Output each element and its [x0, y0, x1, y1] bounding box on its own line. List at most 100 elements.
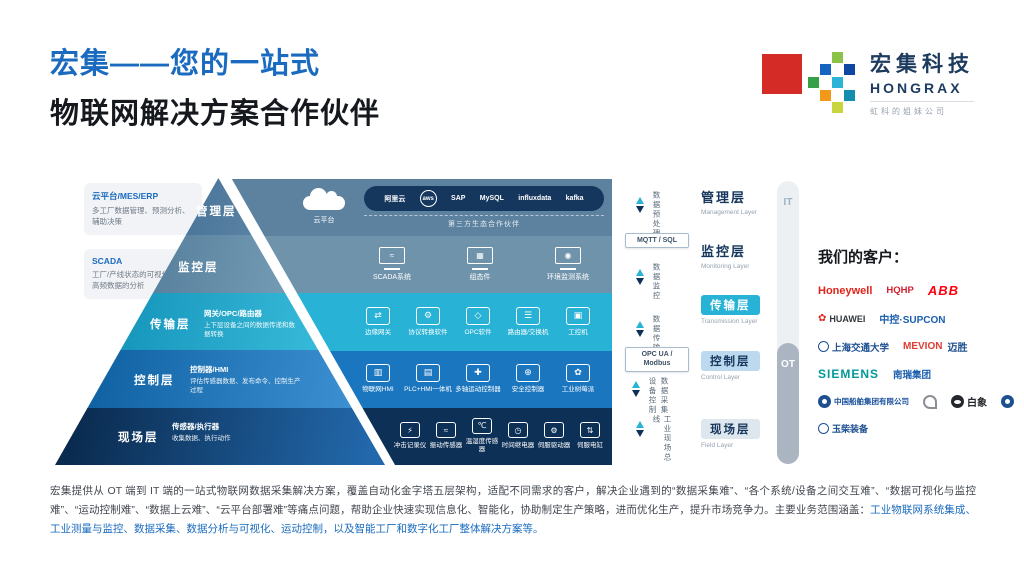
servo-drive-icon: ⚙ [544, 422, 564, 439]
ot-segment: OT [777, 343, 799, 464]
note-desc: 工厂/产线状态的可视化监控、高频数据的分析 [92, 270, 192, 291]
protocol-mqtt-sql: MQTT / SQL [625, 233, 689, 249]
kafka-logo: kafka [565, 195, 584, 203]
logo-text: 宏集科技 HONGRAX 虹科的姐妹公司 [870, 48, 974, 117]
device-label: 温湿度传感器 [465, 437, 499, 454]
device-label: 冲击记录仪 [393, 442, 427, 450]
device-label: SCADA系统 [372, 274, 412, 282]
flow-data-acquisition: 数据采集 [660, 377, 669, 415]
device-label: 安全控制器 [511, 385, 545, 393]
electric-cylinder-icon: ⇅ [580, 422, 600, 439]
shock-recorder-icon: ⚡ [400, 422, 420, 439]
temp-humidity-icon: ℃ [472, 417, 492, 434]
protocol-software-icon: ⚙ [416, 306, 440, 325]
updown-arrow-icon [635, 269, 645, 285]
summary-highlight: 工业物联网系统集成、工业测量与监控、数据采集、数据分析与可视化、运动控制，以及智… [50, 503, 977, 535]
updown-arrow-icon [631, 381, 641, 397]
supcon-logo: 中控·SUPCON [879, 315, 946, 326]
note-cloud-mes-erp: 云平台/MES/ERP 多工厂数据管理、预测分析、辅助决策 [84, 183, 202, 235]
vibration-sensor-item: ≈ 振动传感器 [428, 422, 464, 450]
device-label: 伺服电缸 [577, 442, 603, 450]
page-title: 宏集——您的一站式 物联网解决方案合作伙伴 [50, 40, 380, 132]
device-label: PLC+HMI一体机 [404, 385, 452, 393]
layer-label-transmission: 传输层 Transmission Layer [701, 295, 775, 325]
title-line-1: 宏集——您的一站式 [50, 48, 321, 80]
logo-company-name: 宏集科技 [870, 53, 974, 76]
aws-logo: aws [419, 190, 437, 208]
device-label: 组态件 [469, 274, 491, 282]
protocol-software-item: ⚙ 协议转换软件 [404, 306, 452, 337]
layer-label-monitoring: 监控层 Monitoring Layer [701, 244, 750, 270]
cssc-roundel-icon [818, 395, 831, 408]
customer-mark-logo [923, 394, 937, 409]
note-title: 云平台/MES/ERP [92, 191, 159, 201]
band-monitoring: ≈ SCADA系统 ▦ 组态件 ◉ 环境监测系统 [231, 236, 612, 294]
time-relay-icon: ◷ [508, 422, 528, 439]
sjtu-logo: 上海交通大学 [818, 340, 889, 354]
title-line-2: 物联网解决方案合作伙伴 [50, 98, 381, 130]
flow-data-monitoring: 数据监控 [652, 263, 661, 301]
cssc-logo: 中国船舶集团有限公司 [818, 395, 909, 408]
industrial-pc-icon: ▣ [566, 306, 590, 325]
edge-gateway-item: ⇄ 边缘网关 [354, 306, 402, 337]
flow-fieldbus: 工业现场总线 [652, 415, 672, 463]
company-logo: 宏集科技 HONGRAX 虹科的姐妹公司 [762, 48, 974, 117]
time-relay-item: ◷ 时间继电器 [500, 422, 536, 450]
opc-software-icon: ◇ [466, 306, 490, 325]
logo-mosaic-icon [762, 51, 858, 113]
device-label: 多轴运动控制器 [455, 385, 501, 393]
pyramid-label-control: 控制层 [134, 375, 175, 387]
device-label: 边缘网关 [365, 328, 391, 336]
cloud-platform-item: 云平台 [296, 188, 352, 225]
device-label: 工控机 [568, 328, 588, 336]
honeywell-logo: Honeywell [818, 284, 873, 297]
iot-hmi-item: ▥ 物联网HMI [354, 363, 402, 394]
ipc-item: ▣ 工控机 [554, 306, 602, 337]
pyramid-layer-field [55, 407, 385, 465]
router-switch-icon: ☰ [516, 306, 540, 325]
nari-logo: 南瑞集团 [893, 370, 932, 381]
motion-controller-item: ✚ 多轴运动控制器 [454, 363, 502, 394]
raspberry-pi-icon: ✿ [566, 363, 590, 382]
device-label: 伺服驱动器 [537, 442, 571, 450]
plc-hmi-icon: ▤ [416, 363, 440, 382]
swirl-mark-icon [923, 394, 937, 409]
note-title: SCADA [92, 256, 123, 266]
summary-text: 宏集提供从 OT 端到 IT 端的一站式物联网数据采集解决方案，覆盖自动化金字塔… [50, 485, 976, 516]
env-monitor-icon: ◉ [555, 247, 581, 265]
summary-paragraph: 宏集提供从 OT 端到 IT 端的一站式物联网数据采集解决方案，覆盖自动化金字塔… [50, 482, 976, 539]
baixiang-logo: 白象 [951, 394, 987, 409]
opc-software-item: ◇ OPC软件 [454, 306, 502, 337]
iot-hmi-icon: ▥ [366, 363, 390, 382]
partners-panel: 阿里云 aws SAP MySQL influxdata kafka [364, 186, 604, 212]
siemens-logo: SIEMENS [818, 367, 880, 381]
device-label: OPC软件 [464, 328, 492, 336]
layer-label-control: 控制层 Control Layer [701, 351, 775, 381]
customer-logo-grid: Honeywell HQHP ABB ✿HUAWEI 中控·SUPCON 上海交… [818, 283, 1016, 435]
layer-label-management: 管理层 Management Layer [701, 190, 758, 216]
pyramid-label-management: 管理层 [196, 206, 237, 218]
cloud-label: 云平台 [313, 217, 335, 225]
env-monitoring-item: ◉ 环境监测系统 [524, 247, 612, 282]
layer-label-field: 现场层 Field Layer [701, 419, 775, 449]
pyramid-sub-field: 传感器/执行器 收集数据、执行动作 [172, 422, 231, 442]
device-label: 环境监测系统 [547, 274, 589, 282]
pyramid-label-monitoring: 监控层 [178, 262, 219, 274]
vibration-sensor-icon: ≈ [436, 422, 456, 439]
device-label: 协议转换软件 [408, 328, 448, 336]
pyramid-sub-control: 控制器/HMI 评估传感器数据、发布命令、控制生产过程 [190, 365, 301, 395]
flow-data-transmission: 数据传输 [652, 315, 661, 353]
yuchai-emblem-icon [818, 423, 829, 434]
flow-data-preprocessing: 数据预处理 [652, 191, 661, 239]
blue-roundel-icon [1001, 395, 1014, 408]
router-switch-item: ☰ 路由器/交换机 [504, 306, 552, 337]
temp-humidity-sensor-item: ℃ 温湿度传感器 [464, 417, 500, 455]
sjtu-emblem-icon [818, 341, 829, 352]
servo-drive-item: ⚙ 伺服驱动器 [536, 422, 572, 450]
scada-system-item: ≈ SCADA系统 [348, 247, 436, 282]
updown-arrow-icon [635, 421, 645, 437]
config-software-icon: ▦ [467, 247, 493, 265]
huawei-logo: ✿HUAWEI [818, 313, 866, 324]
device-label: 路由器/交换机 [507, 328, 549, 336]
